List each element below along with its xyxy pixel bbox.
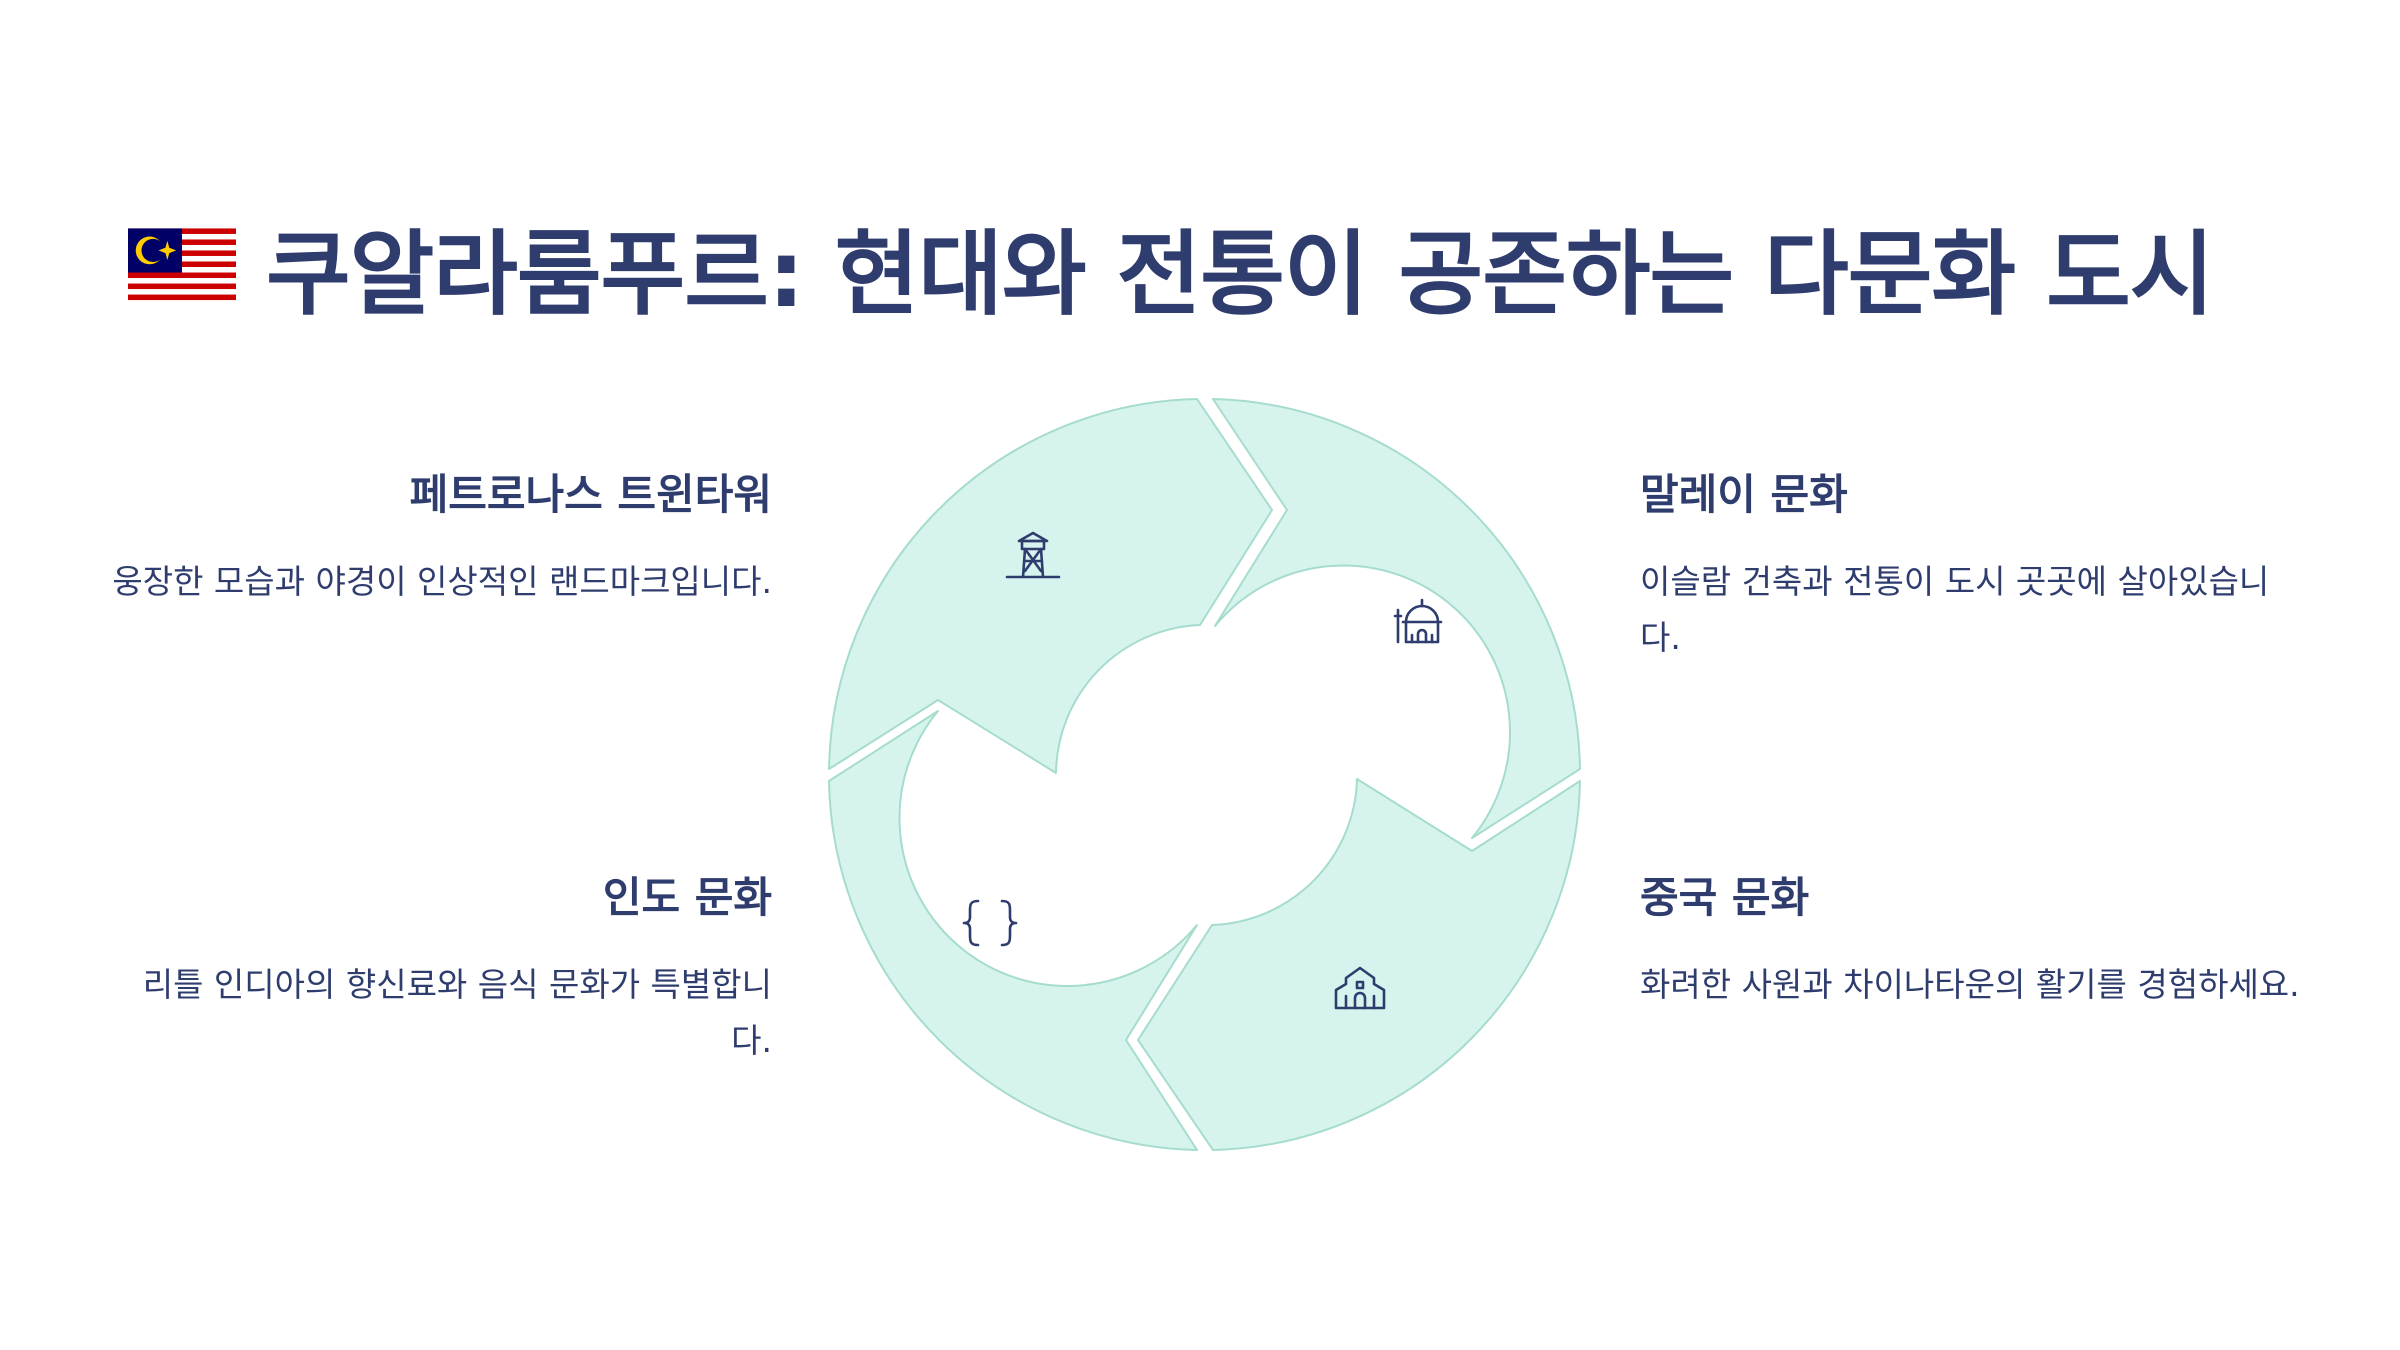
item-description: 웅장한 모습과 야경이 인상적인 랜드마크입니다. [112, 562, 772, 602]
segment-bottom-right [1137, 778, 1581, 1151]
item-title: 말레이 문화 [1640, 470, 1848, 519]
segment-top-right [1212, 398, 1581, 839]
item-title: 인도 문화 [602, 873, 772, 922]
segment-top-left [828, 398, 1273, 774]
item-petronas: 페트로나스 트윈타워 웅장한 모습과 야경이 인상적인 랜드마크입니다. [112, 470, 772, 610]
item-description: 화려한 사원과 차이나타운의 활기를 경험하세요. [1640, 965, 2300, 1005]
curly-braces-icon [962, 899, 1018, 947]
temple-icon [1334, 966, 1386, 1010]
segment-bottom-left [828, 710, 1198, 1151]
page-title: 쿠알라룸푸르: 현대와 전통이 공존하는 다문화 도시 [128, 200, 2214, 333]
item-chinese-culture: 중국 문화 화려한 사원과 차이나타운의 활기를 경험하세요. [1640, 873, 2300, 1013]
item-indian-culture: 인도 문화 리틀 인디아의 향신료와 음식 문화가 특별합니다. [112, 873, 772, 1069]
watchtower-icon [1005, 531, 1061, 579]
item-title: 페트로나스 트윈타워 [409, 470, 772, 519]
item-malay-culture: 말레이 문화 이슬람 건축과 전통이 도시 곳곳에 살아있습니다. [1640, 470, 2300, 666]
item-description: 이슬람 건축과 전통이 도시 곳곳에 살아있습니다. [1640, 562, 2270, 658]
item-title: 중국 문화 [1640, 873, 1810, 922]
page-title-text: 쿠알라룸푸르: 현대와 전통이 공존하는 다문화 도시 [266, 221, 2214, 328]
mosque-icon [1393, 598, 1443, 644]
malaysia-flag-icon [128, 227, 236, 306]
item-description: 리틀 인디아의 향신료와 음식 문화가 특별합니다. [142, 965, 772, 1061]
cycle-diagram [828, 398, 1581, 1151]
